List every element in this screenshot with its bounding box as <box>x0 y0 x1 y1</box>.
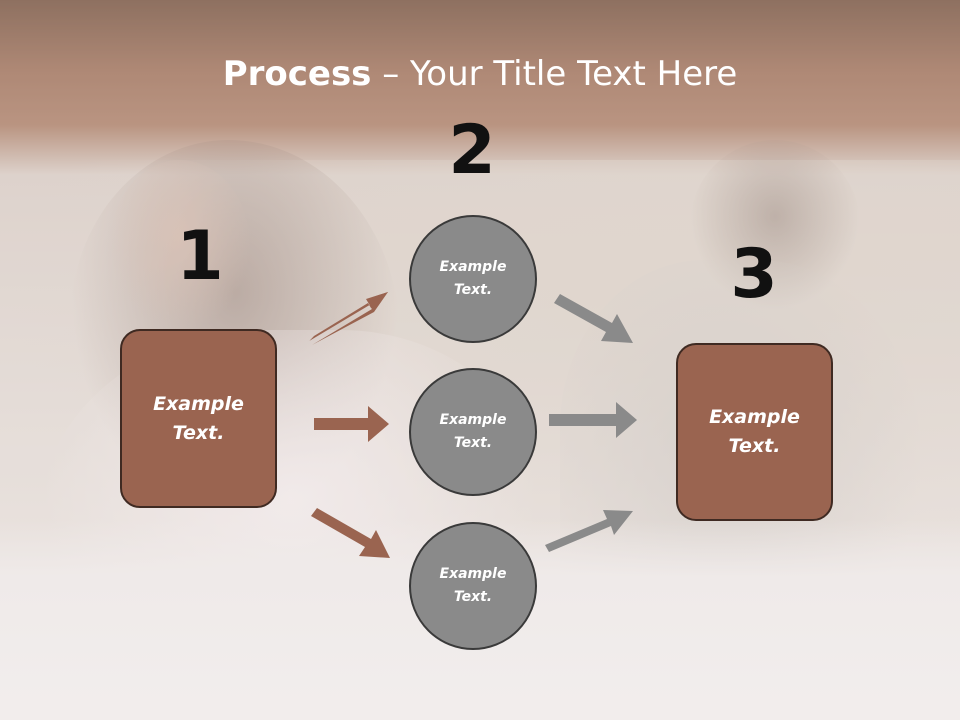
arrow-box1-to-circle1 <box>309 292 388 345</box>
step-number-1: 1 <box>176 217 224 296</box>
title-bold: Process <box>222 54 372 94</box>
step-number-3: 3 <box>730 235 778 314</box>
title-rest: – Your Title Text Here <box>371 54 738 94</box>
slide-title: Process – Your Title Text Here <box>0 52 960 96</box>
step3-box: Example Text. <box>676 343 833 521</box>
arrow-circle1-to-box3 <box>554 294 633 343</box>
step2-circle-3-label: Example Text. <box>439 566 507 605</box>
arrow-box1-to-circle2 <box>314 406 389 442</box>
step-number-2: 2 <box>448 111 496 190</box>
step2-circle-1-label: Example Text. <box>439 259 507 298</box>
step1-box: Example Text. <box>120 329 277 508</box>
step2-circle-2: Example Text. <box>409 368 537 496</box>
step1-label: Example Text. <box>153 392 244 444</box>
arrow-circle2-to-box3 <box>549 402 637 438</box>
step2-circle-1: Example Text. <box>409 215 537 343</box>
step3-label: Example Text. <box>709 406 800 457</box>
arrow-box1-to-circle3 <box>311 508 390 558</box>
step2-circle-3: Example Text. <box>409 522 537 650</box>
step2-circle-2-label: Example Text. <box>439 412 507 451</box>
arrow-circle3-to-box3 <box>545 510 633 552</box>
